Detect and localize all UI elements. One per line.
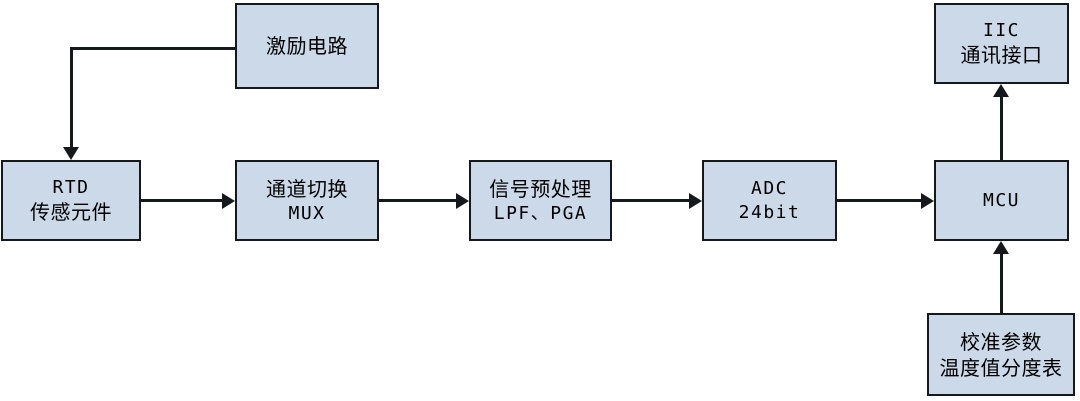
edge-excitation-to-rtd-vertical bbox=[70, 47, 73, 147]
arrowhead-into-mcu-icon bbox=[921, 193, 934, 209]
node-iic-interface[interactable]: IIC 通讯接口 bbox=[934, 3, 1069, 84]
node-excitation-circuit-line-1: 激励电路 bbox=[266, 34, 348, 58]
node-channel-mux[interactable]: 通道切换 MUX bbox=[235, 160, 379, 241]
edge-mcu-to-iic bbox=[1000, 97, 1003, 160]
node-rtd-sensor[interactable]: RTD 传感元件 bbox=[1, 160, 141, 241]
node-channel-mux-line-2: MUX bbox=[288, 202, 326, 224]
edge-adc-to-mcu bbox=[837, 199, 922, 202]
arrowhead-into-iic-icon bbox=[993, 84, 1009, 97]
edge-calibration-to-mcu bbox=[1000, 254, 1003, 314]
edge-rtd-to-mux bbox=[141, 199, 224, 202]
node-mcu[interactable]: MCU bbox=[934, 160, 1069, 241]
node-rtd-sensor-line-1: RTD bbox=[52, 176, 90, 198]
node-calibration-table[interactable]: 校准参数 温度值分度表 bbox=[927, 313, 1075, 396]
arrowhead-into-preproc-icon bbox=[456, 193, 469, 209]
node-iic-interface-line-1: IIC bbox=[982, 19, 1020, 41]
arrowhead-into-rtd-icon bbox=[63, 147, 79, 160]
node-iic-interface-line-2: 通讯接口 bbox=[960, 43, 1043, 68]
edge-preproc-to-adc bbox=[612, 199, 691, 202]
node-channel-mux-line-1: 通道切换 bbox=[266, 176, 348, 201]
node-signal-preprocessing-line-1: 信号预处理 bbox=[489, 176, 592, 201]
node-mcu-line-1: MCU bbox=[982, 189, 1020, 211]
edge-excitation-to-rtd-horizontal bbox=[71, 47, 236, 50]
node-excitation-circuit[interactable]: 激励电路 bbox=[235, 3, 379, 89]
node-rtd-sensor-line-2: 传感元件 bbox=[30, 200, 112, 225]
node-calibration-table-line-1: 校准参数 bbox=[960, 329, 1042, 354]
edge-mux-to-preproc bbox=[379, 199, 458, 202]
node-adc[interactable]: ADC 24bit bbox=[702, 160, 837, 241]
node-signal-preprocessing[interactable]: 信号预处理 LPF、PGA bbox=[469, 160, 612, 241]
node-adc-line-1: ADC bbox=[750, 178, 788, 200]
arrowhead-into-adc-icon bbox=[689, 193, 702, 209]
node-calibration-table-line-2: 温度值分度表 bbox=[939, 355, 1063, 380]
arrowhead-into-mux-icon bbox=[222, 193, 235, 209]
node-signal-preprocessing-line-2: LPF、PGA bbox=[493, 202, 588, 224]
arrowhead-into-mcu-from-calibration-icon bbox=[993, 241, 1009, 254]
node-adc-line-2: 24bit bbox=[738, 201, 801, 223]
